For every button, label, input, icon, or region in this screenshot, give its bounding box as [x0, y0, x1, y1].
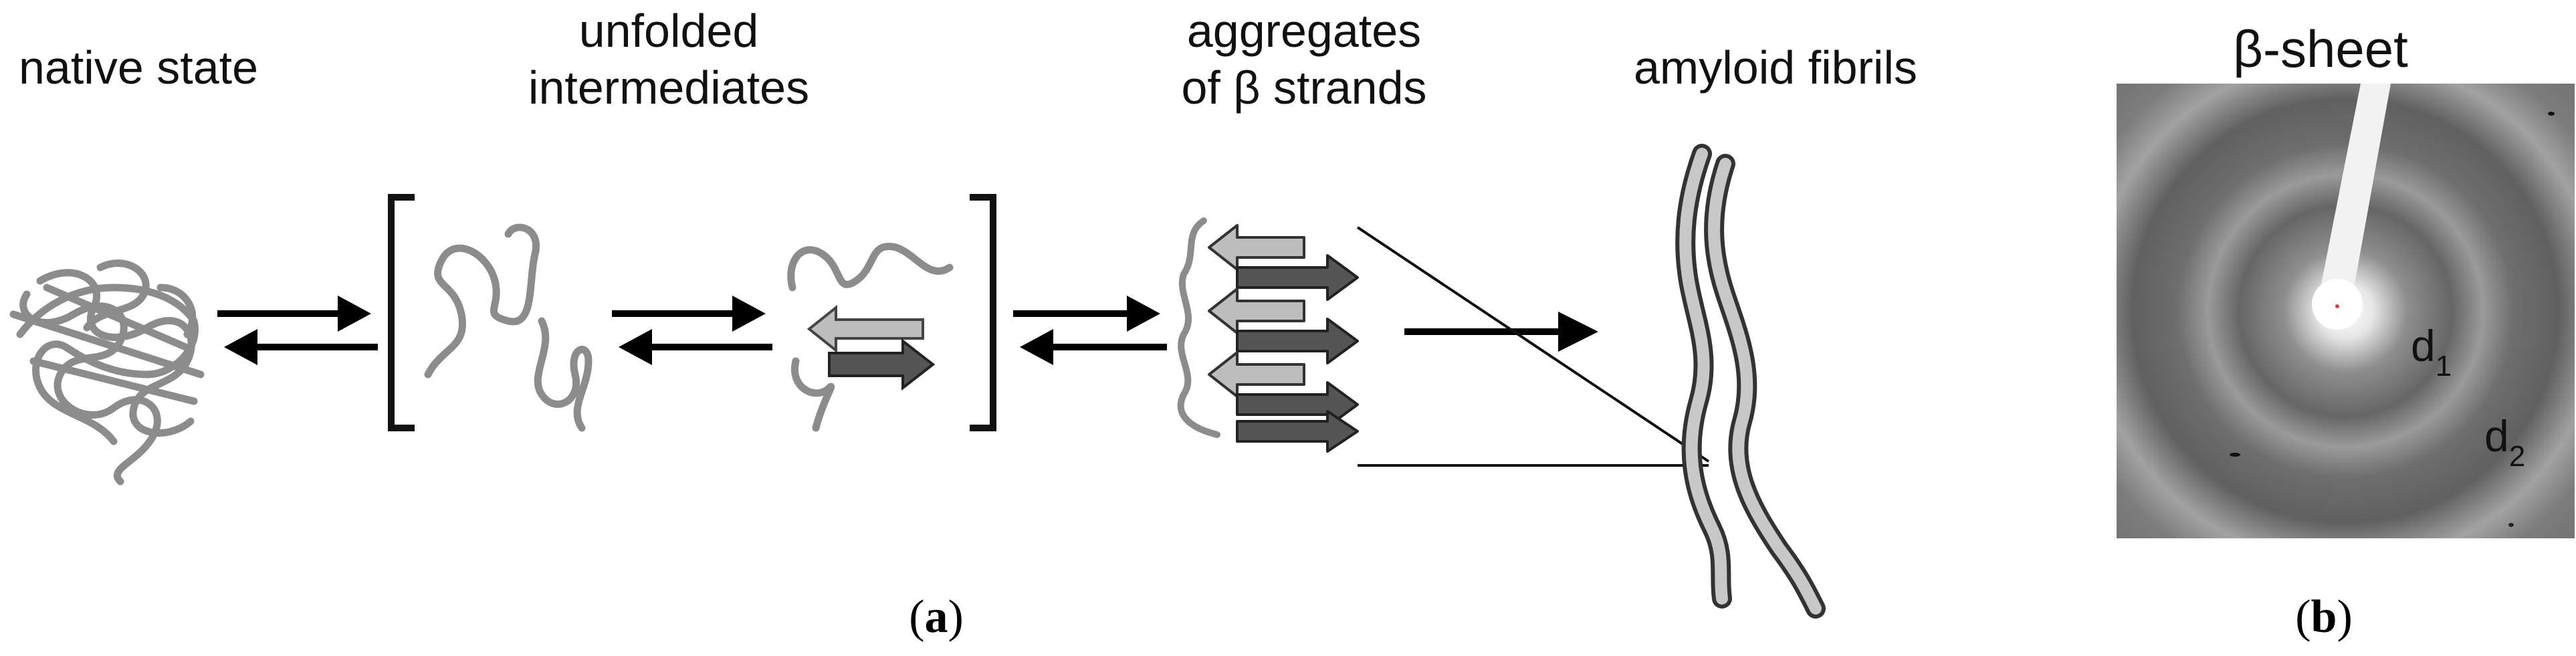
- strand-1-light: [1208, 224, 1305, 271]
- ring-label-d2-sub: 2: [2509, 440, 2525, 473]
- label-unfolded-line1: unfolded: [579, 5, 759, 57]
- zoom-guide-lines: [1356, 226, 1710, 467]
- intermediate-partial-strands: [787, 242, 954, 432]
- ring-label-d1-main: d: [2411, 321, 2436, 370]
- label-amyloid-fibrils: amyloid fibrils: [1634, 41, 1917, 94]
- left-bracket: [388, 194, 415, 431]
- strand-4-dark: [1236, 318, 1359, 364]
- unfolded-chain-1: [424, 223, 593, 432]
- beta-strand-aggregate: [1177, 217, 1359, 453]
- strand-3-light: [1208, 288, 1305, 334]
- caption-a-open: (: [909, 591, 924, 643]
- equilibrium-arrows-2: [612, 296, 772, 365]
- label-aggregates-line2: of β strands: [1181, 62, 1426, 114]
- caption-a-close: ): [948, 591, 964, 643]
- ring-label-d2-main: d: [2484, 411, 2509, 461]
- strand-5-light: [1208, 351, 1305, 398]
- ring-label-d1: d1: [2411, 321, 2452, 382]
- caption-b-letter: b: [2311, 591, 2337, 643]
- caption-b: (b): [2295, 591, 2353, 643]
- label-native-state: native state: [19, 41, 258, 94]
- strand-dark: [828, 338, 936, 391]
- amyloid-fibrils: [1675, 144, 1826, 619]
- ring-label-d1-sub: 1: [2436, 350, 2452, 382]
- irreversible-arrow: [1404, 312, 1598, 352]
- strand-7-dark: [1236, 410, 1359, 453]
- equilibrium-arrows-3: [1013, 296, 1167, 365]
- right-bracket: [970, 194, 996, 431]
- beam-stop: [2321, 84, 2391, 288]
- label-unfolded-line2: intermediates: [528, 62, 809, 114]
- ring-label-d2: d2: [2484, 411, 2525, 473]
- diffraction-pattern: [2117, 84, 2575, 538]
- caption-b-open: (: [2295, 591, 2311, 643]
- equilibrium-arrows-1: [217, 296, 378, 365]
- caption-a: (a): [909, 591, 964, 643]
- native-state-coil: [9, 259, 205, 485]
- strand-light: [807, 304, 924, 354]
- strand-2-dark: [1236, 254, 1359, 301]
- caption-a-letter: a: [925, 591, 948, 643]
- diffraction-title: β-sheet: [2233, 19, 2408, 78]
- caption-b-close: ): [2337, 591, 2352, 643]
- label-aggregates-line1: aggregates: [1187, 5, 1421, 57]
